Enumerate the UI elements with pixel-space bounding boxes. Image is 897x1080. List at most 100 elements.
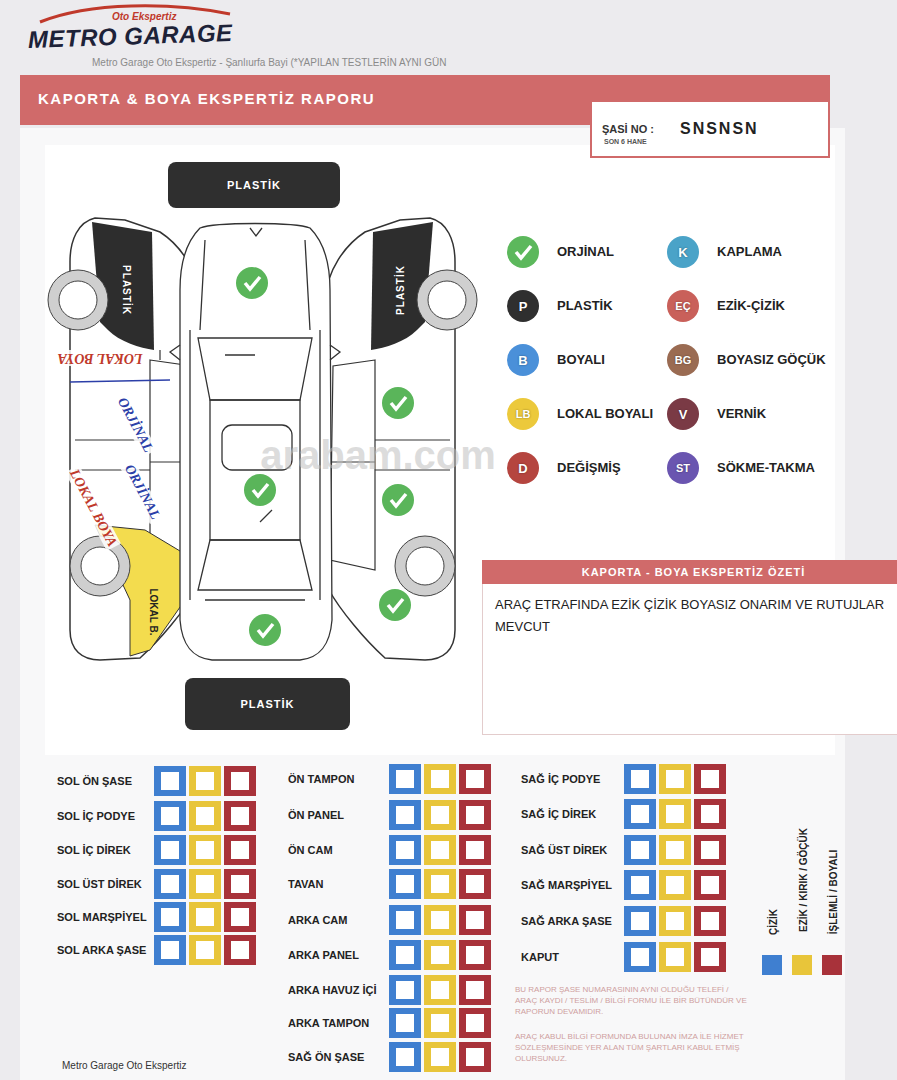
check-cell [694,799,726,829]
cell-box [231,807,249,825]
row-label: SAĞ İÇ DİREK [521,808,596,820]
legend-text: EZİK-ÇİZİK [717,298,785,313]
row-label: SAĞ ARKA ŞASE [521,915,612,927]
legend-swatch: B [507,344,539,376]
check-cell [154,835,186,865]
cell-frame [389,905,421,935]
cell-box [666,876,684,894]
check-cell [224,835,256,865]
cell-frame [659,942,691,972]
part-label: PLASTİK [121,265,132,315]
cell-frame [624,835,656,865]
check-cell [389,869,421,899]
fine-print: BU RAPOR ŞASE NUMARASININ AYNI OLDUĞU TE… [515,985,750,1017]
logo-text: METRO GARAGE [28,19,234,54]
summary-body: ARAÇ ETRAFINDA EZİK ÇİZİK BOYASIZ ONARIM… [482,584,897,735]
check-cell [624,906,656,936]
handwritten-note: ORJİNAL [120,460,164,524]
check-cell [389,1008,421,1038]
cell-box [666,770,684,788]
check-cell [694,870,726,900]
check-tick [391,397,406,409]
cell-box [631,805,649,823]
cell-frame [389,940,421,970]
cell-frame [424,905,456,935]
legend-letter: D [518,461,527,476]
cell-frame [389,800,421,830]
cell-box [666,948,684,966]
check-cell [224,766,256,796]
cell-frame [694,870,726,900]
cell-frame [389,1042,421,1072]
cell-frame [424,835,456,865]
check-cell [659,835,691,865]
cell-frame [459,869,491,899]
cell-box [431,841,449,859]
legend-letter: BG [675,354,692,366]
cell-frame [694,764,726,794]
cell-box [466,841,484,859]
check-tick [391,494,406,506]
cell-box [231,841,249,859]
cell-box [466,806,484,824]
cell-box [431,875,449,893]
node-text: SNSNSN [680,120,759,138]
check-mark [244,474,276,506]
check-cell [424,1042,456,1072]
cell-box [701,912,719,930]
check-cell [694,835,726,865]
handwritten-note: ORJİNAL [113,393,157,457]
cell-frame [154,766,186,796]
cell-frame [459,800,491,830]
row-label: ARKA PANEL [288,949,359,961]
cell-frame [624,906,656,936]
cell-box [196,941,214,959]
cell-box [631,770,649,788]
cell-frame [154,835,186,865]
row-label: SOL ÜST DİREK [57,878,142,890]
check-mark [249,614,281,646]
check-cell [659,906,691,936]
cell-box [431,1048,449,1066]
check-mark [382,484,414,516]
cell-box [161,908,179,926]
check-cell [659,799,691,829]
check-cell [624,764,656,794]
check-cell [224,935,256,965]
cell-frame [459,905,491,935]
cell-box [396,875,414,893]
check-circle [236,267,268,299]
column-swatch [792,955,812,975]
check-tick [245,277,260,289]
wheel [395,536,455,596]
check-cell [424,940,456,970]
node-text: SON 6 HANE [604,138,647,145]
check-tick [253,484,268,496]
cell-frame [659,764,691,794]
check-cell [389,764,421,794]
check-cell [694,906,726,936]
check-cell [224,801,256,831]
cell-frame [424,1042,456,1072]
cell-frame [459,835,491,865]
check-cell [459,975,491,1005]
check-cell [424,905,456,935]
check-cell [459,940,491,970]
row-label: TAVAN [288,878,323,890]
check-cell [424,835,456,865]
legend-text: DEĞİŞMİŞ [557,460,621,475]
cell-box [161,807,179,825]
check-cell [154,902,186,932]
check-cell [424,764,456,794]
node-text: ŞASİ NO : [602,123,654,135]
cell-frame [659,835,691,865]
cell-frame [624,870,656,900]
legend-swatch: EÇ [667,290,699,322]
cell-frame [624,799,656,829]
check-cell [659,870,691,900]
cell-frame [189,869,221,899]
legend-text: SÖKME-TAKMA [717,460,815,475]
check-cell [154,766,186,796]
cell-box [231,908,249,926]
